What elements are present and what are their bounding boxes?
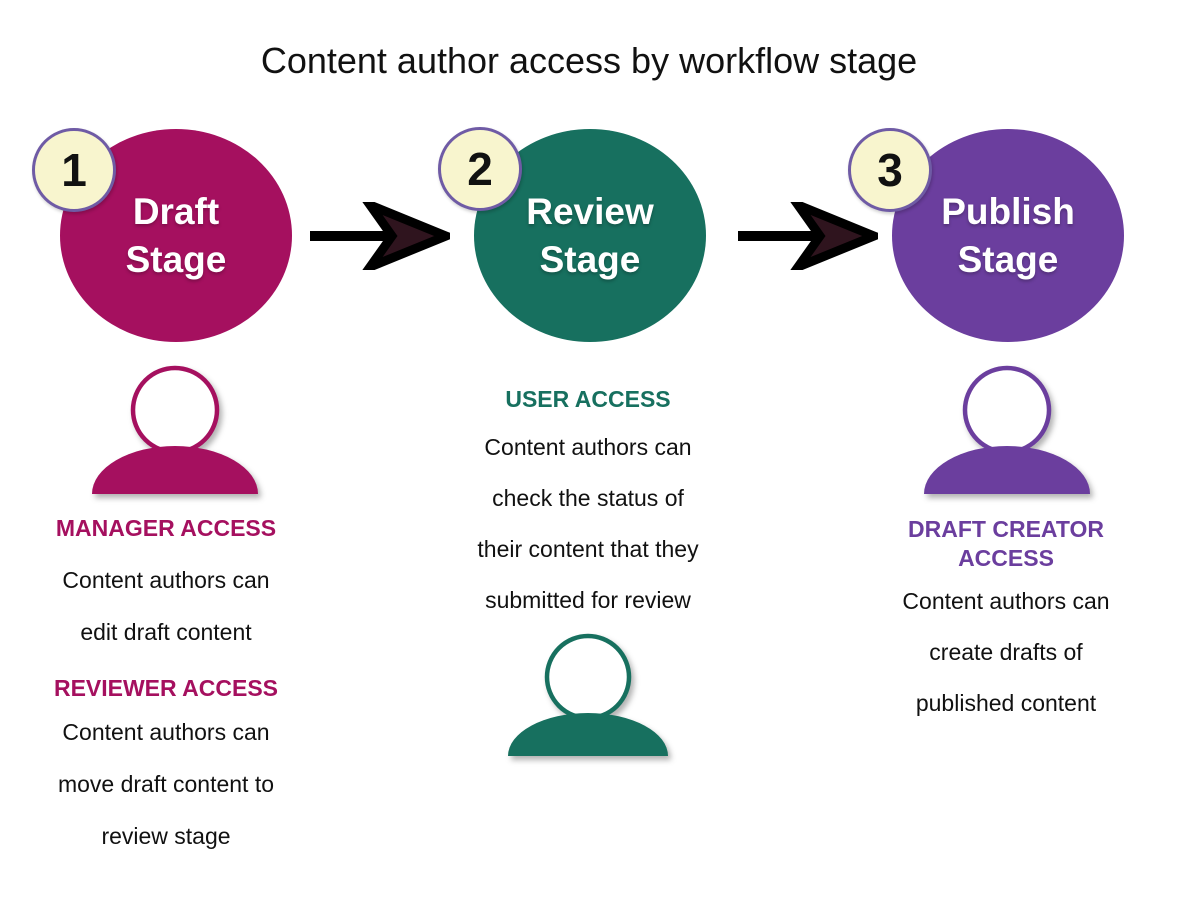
stage-number-badge-3: 3 [848,128,932,212]
user-access-heading: USER ACCESS [505,386,671,412]
arrow-right-icon [738,202,878,270]
person-icon [924,365,1090,494]
stage-name-draft: Draft Stage [125,190,227,280]
manager-access-heading: MANAGER ACCESS [55,515,277,541]
note-manager-access: MANAGER ACCESS Content authors can edit … [16,515,316,658]
note-line: Content authors can [62,567,270,593]
stage-circle-publish: Publish Stage [892,129,1124,342]
stage-number-badge-2: 2 [438,127,522,211]
arrow-right-icon [310,202,450,270]
reviewer-access-heading: REVIEWER ACCESS [53,675,279,701]
note-line: edit draft content [80,619,252,645]
stage-number-badge-1: 1 [32,128,116,212]
note-draft-creator-access: DRAFT CREATOR ACCESS Content authors can… [856,515,1156,729]
note-line: their content that they [477,536,699,562]
draft-creator-access-lines: Content authors can create drafts of pub… [856,576,1156,729]
page-title: Content author access by workflow stage [260,40,918,81]
note-line: Content authors can [484,434,692,460]
note-line: submitted for review [485,587,691,613]
stage-number-1: 1 [61,144,87,196]
user-access-lines: Content authors can check the status of … [438,422,738,626]
note-line: Content authors can [902,588,1110,614]
note-reviewer-access: REVIEWER ACCESS Content authors can move… [16,675,316,862]
note-line: create drafts of [929,639,1083,665]
draft-creator-access-heading: DRAFT CREATOR ACCESS [908,516,1104,571]
stage-number-2: 2 [467,143,493,195]
note-line: check the status of [492,485,684,511]
person-icon [508,633,668,756]
reviewer-access-lines: Content authors can move draft content t… [16,706,316,862]
note-line: Content authors can [62,719,270,745]
note-user-access: USER ACCESS Content authors can check th… [438,386,738,626]
note-line: move draft content to [57,771,275,797]
note-line: published content [915,690,1097,716]
manager-access-lines: Content authors can edit draft content [16,554,316,658]
stage-number-3: 3 [877,144,903,196]
note-line: review stage [101,823,231,849]
stage-name-publish: Publish Stage [941,190,1075,280]
stage-name-review: Review Stage [526,190,654,280]
person-icon [92,365,258,494]
